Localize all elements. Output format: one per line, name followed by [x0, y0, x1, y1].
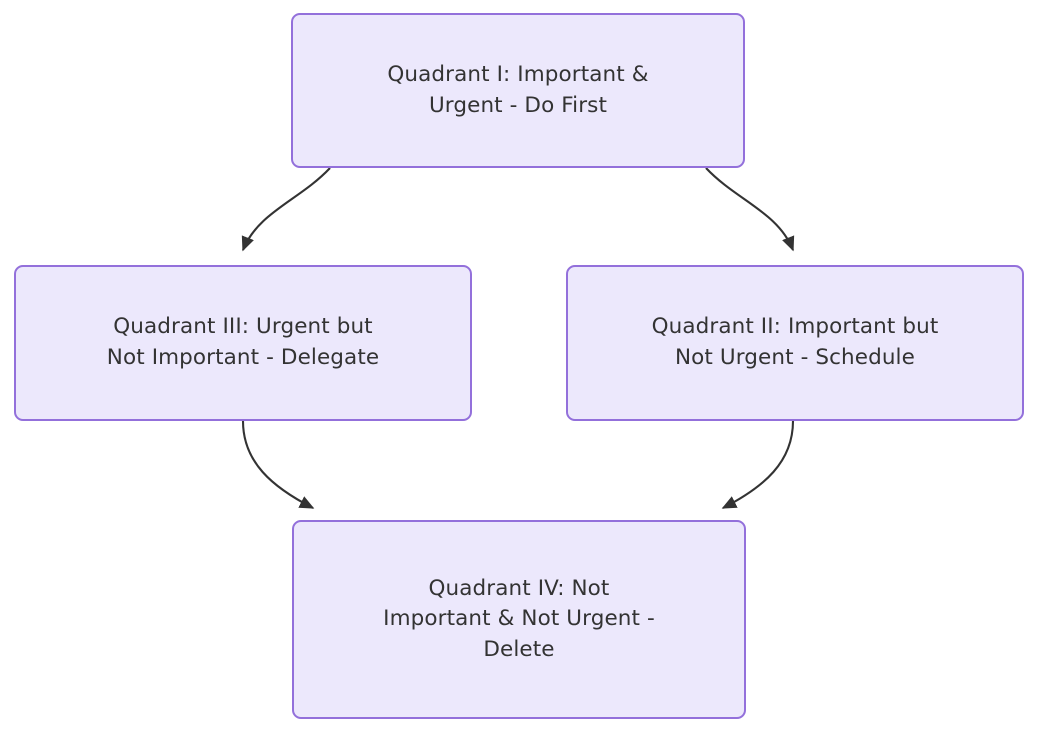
edge-q1-to-q2 [705, 167, 795, 252]
edge-q2-to-q4 [721, 420, 795, 509]
flow-node-quadrant-1[interactable]: Quadrant I: Important & Urgent - Do Firs… [291, 13, 745, 168]
flow-node-label: Quadrant IV: Not Important & Not Urgent … [383, 575, 655, 662]
flow-node-label: Quadrant II: Important but Not Urgent - … [651, 314, 939, 370]
edge-q1-to-q3 [241, 167, 331, 252]
flow-node-label: Quadrant I: Important & Urgent - Do Firs… [387, 61, 649, 118]
flow-node-label: Quadrant III: Urgent but Not Important -… [106, 314, 380, 370]
flow-node-quadrant-3[interactable]: Quadrant III: Urgent but Not Important -… [14, 265, 472, 421]
edge-q3-to-q4 [241, 420, 315, 509]
flow-node-quadrant-2[interactable]: Quadrant II: Important but Not Urgent - … [566, 265, 1024, 421]
flow-node-quadrant-4[interactable]: Quadrant IV: Not Important & Not Urgent … [292, 520, 746, 719]
